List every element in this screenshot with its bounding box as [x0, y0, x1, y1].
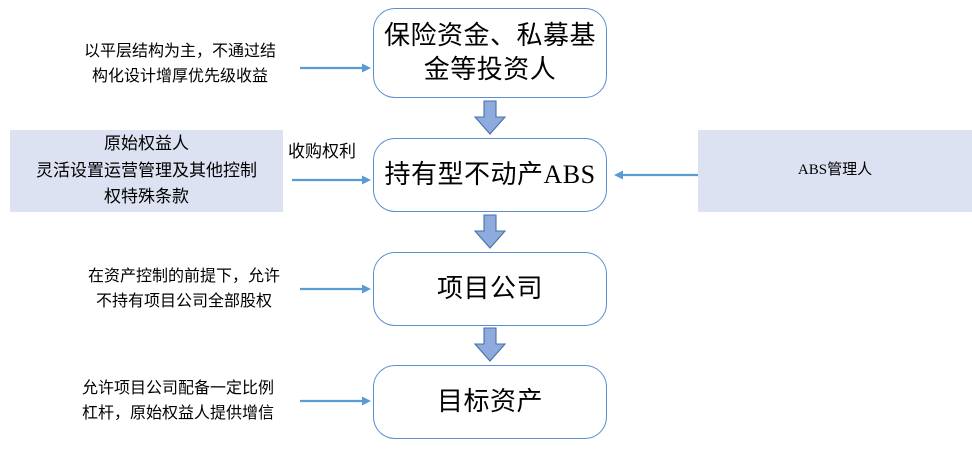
- arrow-head-icon: [614, 170, 623, 180]
- node-box-investors[interactable]: 保险资金、私募基 金等投资人: [373, 8, 607, 98]
- node-label-abs: 持有型不动产ABS: [384, 159, 596, 189]
- edge-label-acquisition-right: 收购权利: [288, 142, 356, 161]
- node-box-spv[interactable]: 项目公司: [373, 252, 607, 326]
- arrow-head-icon: [362, 284, 371, 294]
- actor-box-manager[interactable]: ABS管理人: [698, 130, 972, 212]
- node-box-abs[interactable]: 持有型不动产ABS: [373, 138, 607, 212]
- connector-arrow-originator-to-abs: [292, 175, 371, 185]
- node-label-asset: 目标资产: [436, 386, 543, 416]
- down-arrow-icon: [473, 100, 507, 135]
- arrow-head-icon: [362, 396, 371, 406]
- annotation-note-leverage: 允许项目公司配备一定比例 杠杆，原始权益人提供增信: [81, 380, 274, 422]
- node-label-investors: 保险资金、私募基 金等投资人: [384, 20, 597, 84]
- node-label-spv: 项目公司: [436, 273, 543, 303]
- annotation-note-structure: 以平层结构为主，不通过结 构化设计增厚优先级收益: [83, 43, 276, 85]
- annotation-note-equity: 在资产控制的前提下，允许 不持有项目公司全部股权: [87, 268, 280, 310]
- down-arrow-icon: [473, 327, 507, 362]
- actor-label-originator: 原始权益人 灵活设置运营管理及其他控制 权特殊条款: [36, 134, 257, 207]
- flow-arrow-abs-to-spv: [473, 214, 507, 249]
- actor-box-originator[interactable]: 原始权益人 灵活设置运营管理及其他控制 权特殊条款: [10, 130, 283, 212]
- flow-arrow-investors-to-abs: [473, 100, 507, 135]
- arrow-head-icon: [362, 175, 371, 185]
- node-box-asset[interactable]: 目标资产: [373, 365, 607, 439]
- actor-label-manager: ABS管理人: [797, 162, 873, 179]
- down-arrow-icon: [473, 214, 507, 249]
- arrow-head-icon: [362, 63, 371, 73]
- connector-arrow-manager-to-abs: [614, 170, 698, 180]
- flow-arrow-spv-to-asset: [473, 327, 507, 362]
